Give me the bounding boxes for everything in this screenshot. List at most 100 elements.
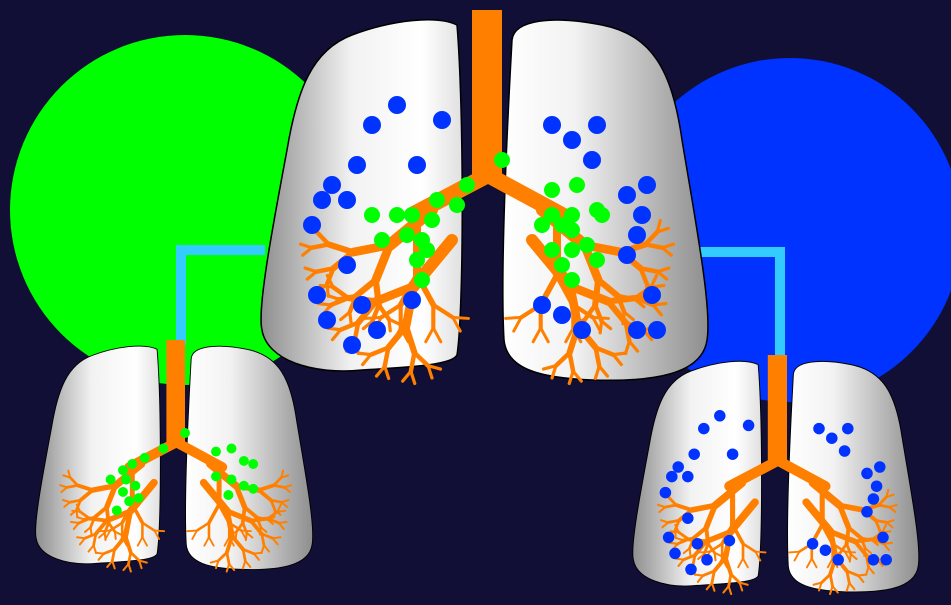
bronchus-branch	[90, 519, 107, 521]
green-particle	[227, 444, 237, 454]
green-particle	[211, 471, 221, 481]
green-particle	[429, 192, 445, 208]
trachea	[166, 340, 185, 442]
bronchus-branch	[318, 303, 331, 305]
blue-particle	[338, 256, 356, 274]
trachea	[768, 355, 787, 461]
trachea	[472, 10, 502, 175]
blue-particle	[701, 554, 713, 566]
green-particle	[459, 177, 475, 193]
blue-particle	[343, 336, 361, 354]
bronchus-branch	[115, 532, 116, 539]
blue-particle	[698, 423, 710, 435]
blue-particle	[868, 493, 880, 505]
blue-particle	[353, 296, 371, 314]
bronchus-branch	[700, 552, 710, 553]
blue-particle	[688, 448, 700, 460]
blue-particle	[807, 538, 819, 550]
green-particle	[409, 252, 425, 268]
blue-particle	[543, 116, 561, 134]
bronchus-branch	[277, 511, 285, 512]
blue-particle	[618, 246, 636, 264]
bronchus-branch	[729, 586, 731, 594]
blue-particle	[682, 471, 694, 483]
blue-particle	[563, 131, 581, 149]
bronchus-branch	[715, 553, 716, 560]
blue-particle	[338, 191, 356, 209]
green-particle	[140, 453, 150, 463]
blue-particle	[583, 151, 601, 169]
blue-particle	[685, 564, 697, 576]
blue-particle	[628, 226, 646, 244]
blue-particle	[313, 191, 331, 209]
bronchus-branch	[273, 537, 281, 538]
blue-particle	[682, 512, 694, 524]
blue-particle	[618, 186, 636, 204]
lungs-center	[261, 10, 708, 383]
green-particle	[594, 207, 610, 223]
green-particle	[223, 490, 233, 500]
bronchus-branch	[154, 531, 164, 532]
green-particle	[534, 217, 550, 233]
bronchus-branch	[845, 552, 855, 553]
blue-particle	[874, 461, 886, 473]
blue-particle	[303, 216, 321, 234]
bronchus-branch	[123, 564, 128, 570]
green-particle	[544, 242, 560, 258]
green-particle	[449, 197, 465, 213]
blue-particle	[714, 410, 726, 422]
bronchus-branch	[855, 539, 873, 541]
green-particle	[424, 212, 440, 228]
blue-particle	[666, 471, 678, 483]
bronchus-branch	[669, 543, 677, 544]
green-particle	[158, 444, 168, 454]
blue-particle	[308, 286, 326, 304]
green-particle	[414, 272, 430, 288]
blue-particle	[318, 311, 336, 329]
bronchus-branch	[77, 537, 85, 538]
blue-particle	[880, 554, 892, 566]
bronchus-branch	[789, 552, 799, 553]
bronchus-branch	[100, 531, 110, 532]
blue-particle	[388, 96, 406, 114]
green-particle	[134, 493, 144, 503]
green-particle	[118, 487, 128, 497]
blue-particle	[820, 544, 832, 556]
blue-particle	[433, 111, 451, 129]
blue-particle	[348, 156, 366, 174]
green-particle	[106, 475, 116, 485]
green-particle	[554, 257, 570, 273]
bronchus-branch	[613, 353, 626, 355]
green-particle	[248, 484, 258, 494]
blue-particle	[839, 445, 851, 457]
bronchus-branch	[71, 522, 79, 523]
green-particle	[364, 207, 380, 223]
blue-particle	[861, 468, 873, 480]
green-particle	[399, 227, 415, 243]
bronchus-branch	[608, 298, 636, 301]
blue-particle	[868, 554, 880, 566]
green-particle	[112, 506, 122, 516]
bronchus-branch	[251, 519, 268, 521]
bronchus-branch	[241, 531, 251, 532]
green-particle	[564, 242, 580, 258]
blue-particle	[638, 176, 656, 194]
green-particle	[248, 459, 258, 469]
blue-particle	[861, 506, 873, 518]
blue-particle	[813, 423, 825, 435]
blue-particle	[663, 532, 675, 544]
bronchus-branch	[403, 371, 411, 381]
green-particle	[589, 252, 605, 268]
green-particle	[118, 465, 128, 475]
bronchus-branch	[411, 371, 415, 383]
green-particle	[374, 232, 390, 248]
green-particle	[564, 272, 580, 288]
blue-particle	[672, 461, 684, 473]
blue-particle	[403, 291, 421, 309]
lungs-right	[633, 355, 919, 594]
blue-particle	[743, 420, 755, 432]
green-particle	[239, 456, 249, 466]
blue-particle	[842, 423, 854, 435]
green-particle	[127, 459, 137, 469]
